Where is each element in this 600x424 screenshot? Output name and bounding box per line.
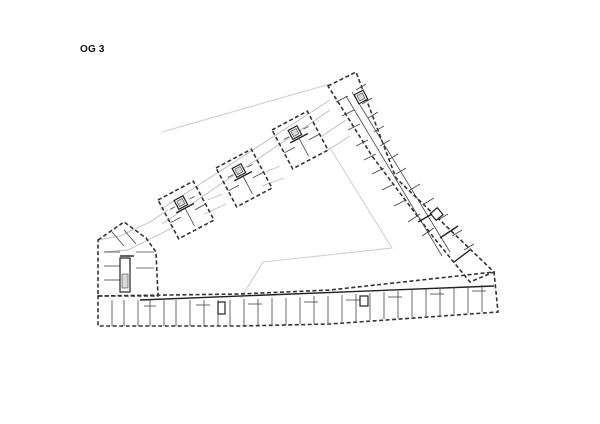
point-block-2 [214, 148, 274, 208]
south-wing [97, 271, 499, 327]
west-corner-block [97, 221, 159, 297]
courtyard-outline [161, 83, 393, 299]
point-block-3 [270, 110, 330, 170]
gallery-walkways [97, 99, 351, 253]
north-east-wing [326, 70, 496, 283]
floor-label: OG 3 [80, 44, 105, 55]
point-block-1 [156, 180, 216, 240]
